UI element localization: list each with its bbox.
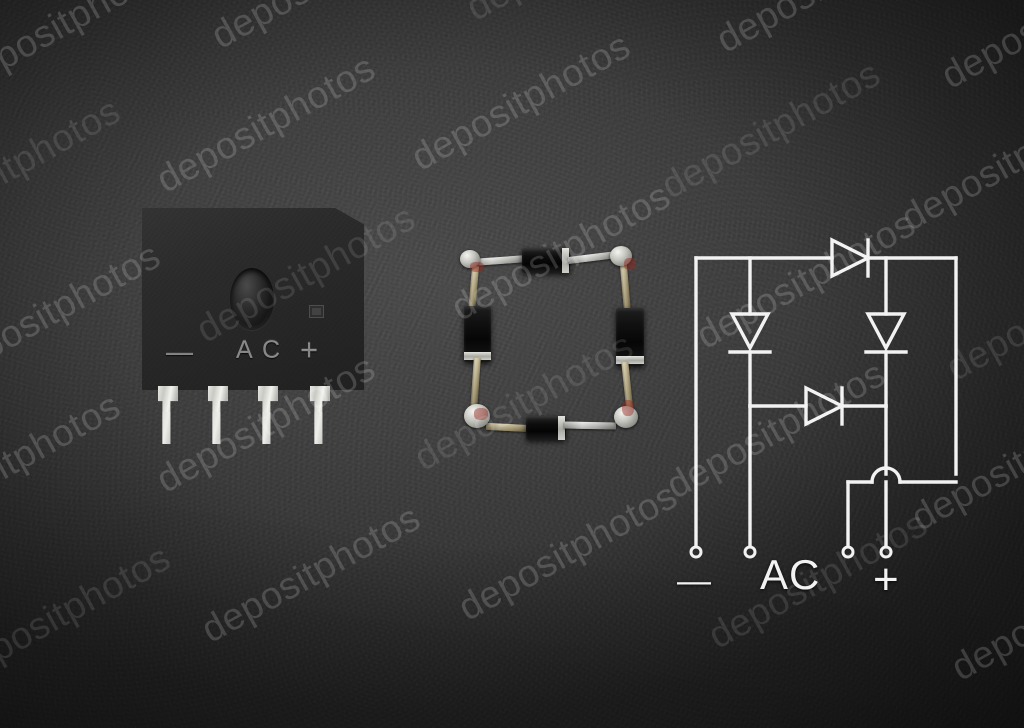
- module-marking-plus: +: [300, 332, 319, 367]
- schematic-svg: [689, 237, 958, 559]
- bridge-rectifier-schematic: — AC +: [672, 228, 982, 602]
- flux-residue-tl: [470, 262, 484, 272]
- solder-joint-bottom-right: [614, 406, 638, 428]
- diode-symbol-d2-triangle: [729, 312, 771, 352]
- module-marking-c: C: [262, 336, 281, 364]
- flux-residue-tr: [624, 258, 636, 270]
- diode-right-cathode-band: [616, 356, 644, 364]
- solder-joint-top-right: [610, 246, 632, 266]
- module-marking-a: A: [236, 336, 253, 364]
- schematic-label-minus: —: [677, 562, 711, 600]
- diode-bottom-cathode-band: [558, 416, 565, 440]
- solder-joint-bottom-left: [464, 404, 490, 428]
- flux-residue-bl: [474, 408, 488, 420]
- wire-hop-arc: [870, 466, 902, 484]
- terminal-ac1-node: [743, 545, 757, 559]
- module-marking-minus: —: [166, 337, 193, 367]
- diode-symbol-d1-triangle: [830, 237, 872, 279]
- terminal-ac2-node: [841, 545, 855, 559]
- diode-lead-bottom-left: [485, 422, 531, 433]
- diode-symbol-d4-triangle: [804, 385, 846, 427]
- module-mounting-hole: [230, 268, 274, 330]
- diode-lead-left-lower: [470, 357, 481, 411]
- discrete-diode-bridge: [450, 240, 660, 460]
- terminal-minus-node: [689, 545, 703, 559]
- schematic-label-ac: AC: [760, 551, 821, 598]
- flux-residue-br: [622, 400, 634, 416]
- manufacturer-logo-icon: [309, 305, 324, 318]
- bridge-rectifier-module: — A C +: [142, 208, 364, 444]
- terminal-plus-node: [879, 545, 893, 559]
- diode-left-cathode-band: [464, 352, 491, 360]
- diode-symbol-d3-triangle: [865, 312, 907, 352]
- diode-lead-bottom-right: [563, 421, 617, 430]
- solder-joint-top-left: [460, 250, 480, 268]
- diode-top-cathode-band: [562, 248, 569, 273]
- schematic-label-plus: +: [873, 555, 899, 604]
